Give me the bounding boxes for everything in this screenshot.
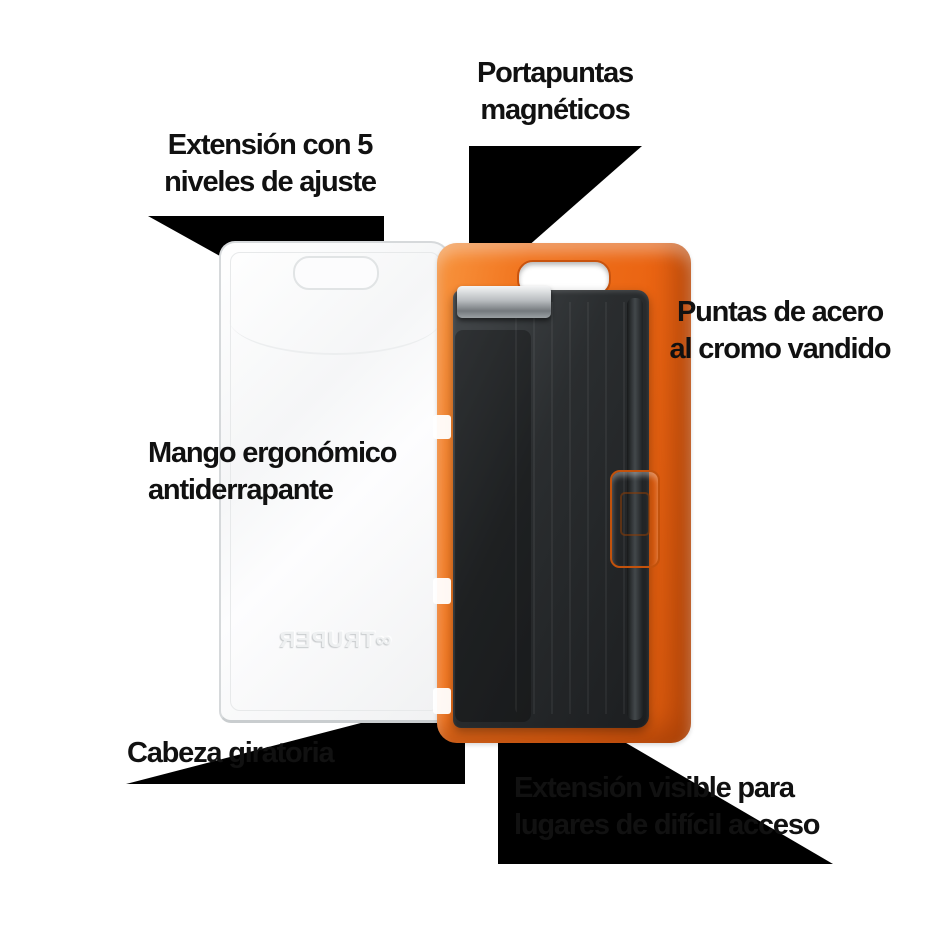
brand-logo-icon: ∞ <box>374 627 392 652</box>
magnetic-bit-holder <box>457 286 551 318</box>
label-mango-line2: antiderrapante <box>148 474 334 506</box>
label-extension-visible: Extensión visible para lugares de difíci… <box>514 770 820 844</box>
screwdriver-recess <box>455 330 531 722</box>
label-portapuntas-line1: Portapuntas <box>477 57 634 89</box>
label-extension-ajuste-line1: Extensión con 5 <box>167 129 374 161</box>
label-cabeza: Cabeza giratoria <box>127 735 335 772</box>
tray-right-ridge <box>627 298 643 720</box>
label-puntas-line2: al cromo vandido <box>669 333 892 365</box>
hinge-gap <box>433 415 451 439</box>
case-latch <box>610 470 660 568</box>
hinge-gap <box>433 578 451 604</box>
label-mango-line1: Mango ergonómico <box>148 437 397 469</box>
clear-lid: ∞TRUPER <box>219 241 451 723</box>
lid-molding-line <box>229 283 441 355</box>
brand-text: TRUPER <box>278 627 375 652</box>
label-extension-ajuste: Extensión con 5 niveles de ajuste <box>140 127 400 201</box>
label-mango: Mango ergonómico antiderrapante <box>148 435 397 509</box>
label-puntas-line1: Puntas de acero <box>676 296 884 328</box>
label-extension-visible-line2: lugares de difícil acceso <box>514 809 820 841</box>
label-portapuntas-line2: magnéticos <box>480 94 630 126</box>
label-cabeza-line1: Cabeza giratoria <box>127 737 335 769</box>
truper-logo-embossed: ∞TRUPER <box>251 627 419 653</box>
hinge-gap <box>433 688 451 714</box>
label-puntas: Puntas de acero al cromo vandido <box>645 294 915 368</box>
label-extension-visible-line1: Extensión visible para <box>514 772 795 804</box>
label-extension-ajuste-line2: niveles de ajuste <box>164 166 377 198</box>
label-portapuntas: Portapuntas magnéticos <box>440 55 670 129</box>
